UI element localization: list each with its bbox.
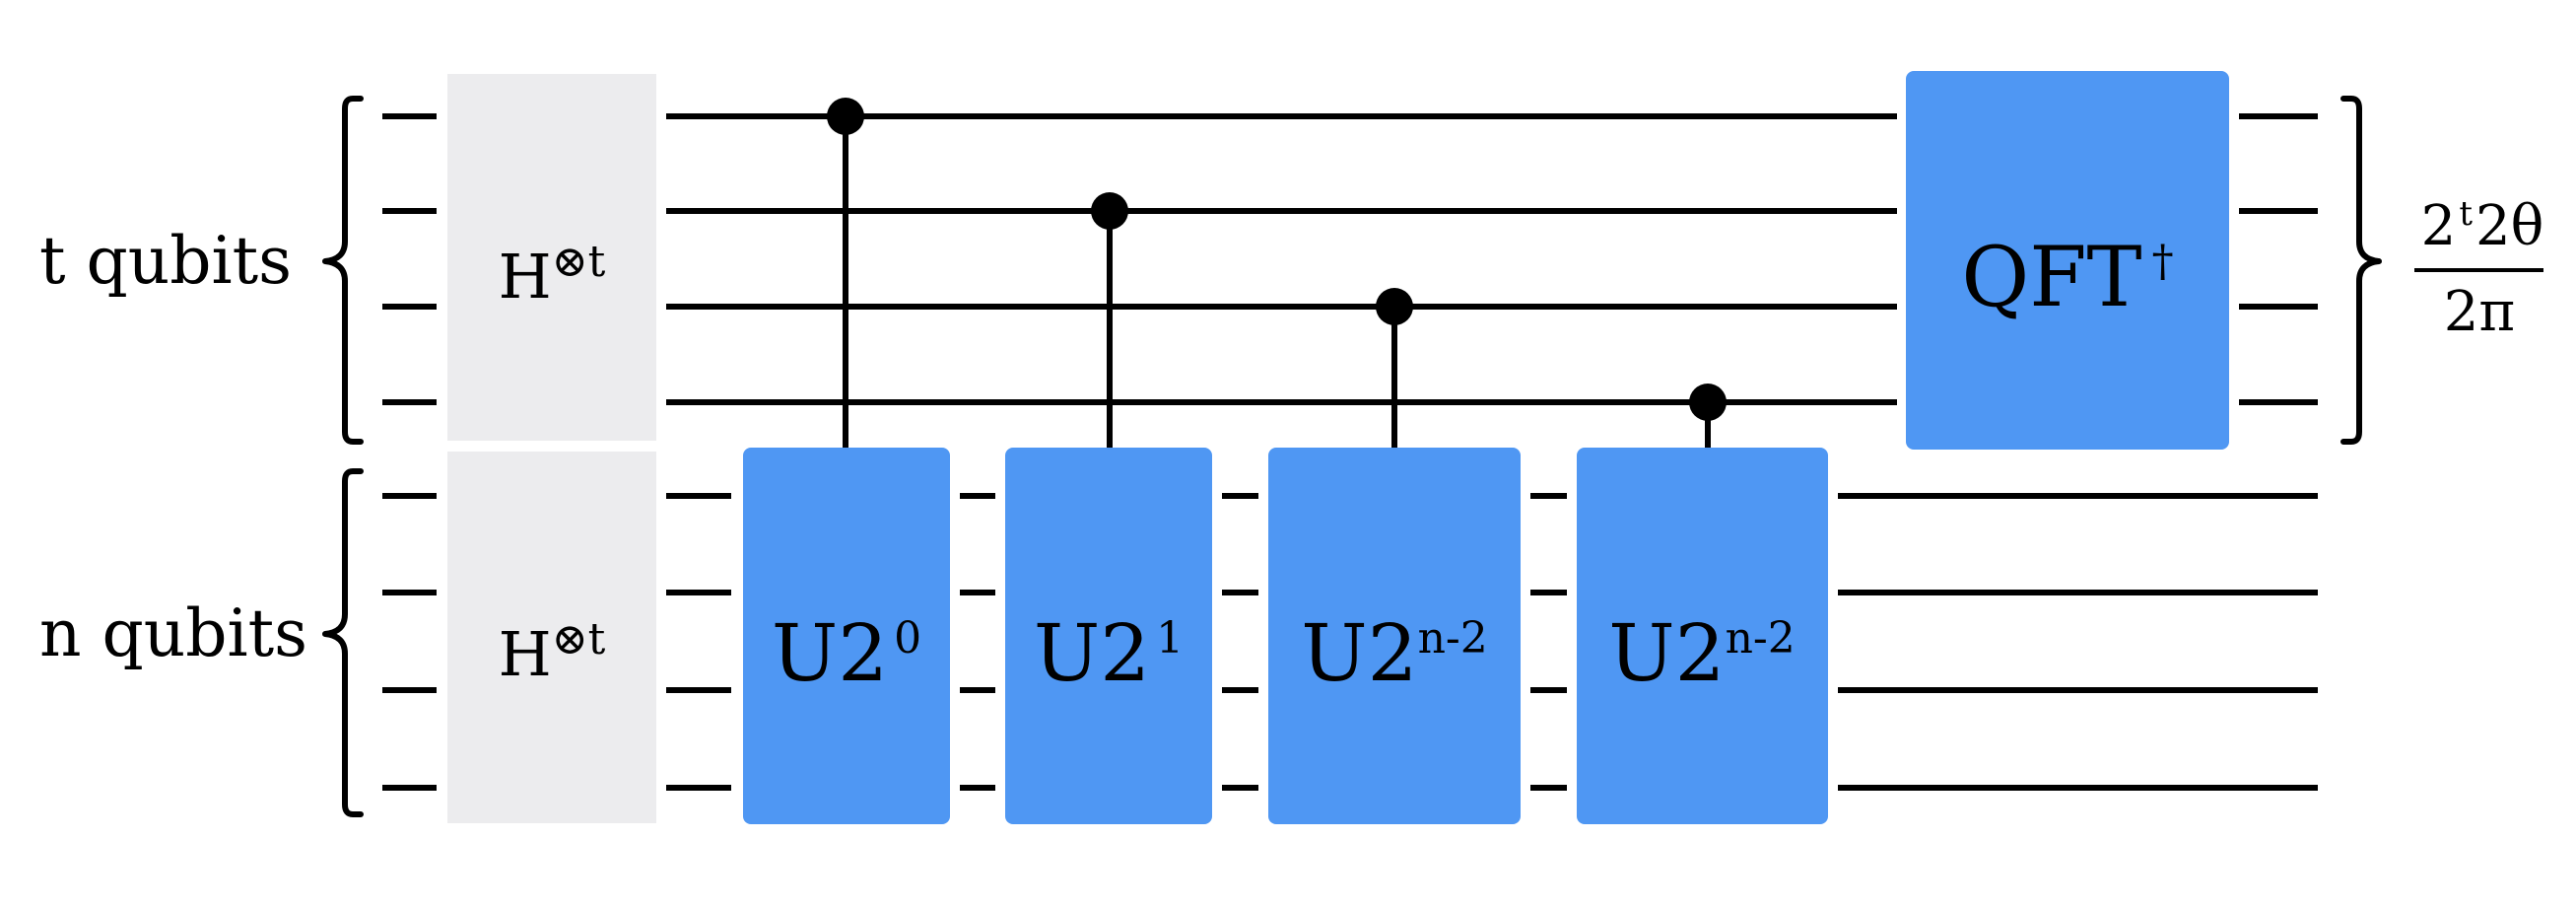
qft-label: QFT† bbox=[1961, 229, 2173, 325]
control-dot bbox=[1689, 384, 1727, 421]
control-links bbox=[827, 98, 1727, 449]
u-gate-label: U2n-2 bbox=[1608, 607, 1796, 699]
hadamard-label: H⊗t bbox=[499, 237, 606, 313]
control-dot bbox=[1376, 288, 1413, 325]
u-gate-box bbox=[1577, 448, 1828, 824]
top-register-label: t qubits bbox=[39, 223, 292, 299]
bottom-register-label: n qubits bbox=[39, 595, 307, 671]
u-gate-box bbox=[743, 448, 950, 824]
top-register-brace bbox=[322, 96, 364, 445]
control-dot bbox=[827, 98, 864, 135]
hadamard-box bbox=[447, 452, 656, 823]
control-dot bbox=[1091, 192, 1128, 230]
fraction-denominator: 2π bbox=[2444, 280, 2515, 344]
hadamard-gate-bottom: H⊗t bbox=[447, 452, 656, 823]
controlled-u-gate-3: U2n-2 bbox=[1268, 448, 1521, 824]
hadamard-box bbox=[447, 74, 656, 441]
fraction-numerator: 2t2θ bbox=[2421, 194, 2544, 258]
u-gate-label: U2n-2 bbox=[1301, 607, 1488, 699]
hadamard-gate-top: H⊗t bbox=[447, 74, 656, 441]
controlled-u-gate-4: U2n-2 bbox=[1577, 448, 1828, 824]
bottom-register-wires bbox=[382, 493, 2318, 791]
inverse-qft-gate: QFT† bbox=[1906, 71, 2229, 450]
u-gate-box bbox=[1268, 448, 1521, 824]
hadamard-label: H⊗t bbox=[499, 614, 606, 690]
output-phase-fraction: 2t2θ 2π bbox=[2414, 194, 2543, 344]
bottom-register-brace bbox=[322, 468, 364, 817]
qft-box bbox=[1906, 71, 2229, 450]
output-brace bbox=[2340, 96, 2382, 445]
u-gate-box bbox=[1005, 448, 1212, 824]
top-register-wires bbox=[382, 113, 2318, 405]
